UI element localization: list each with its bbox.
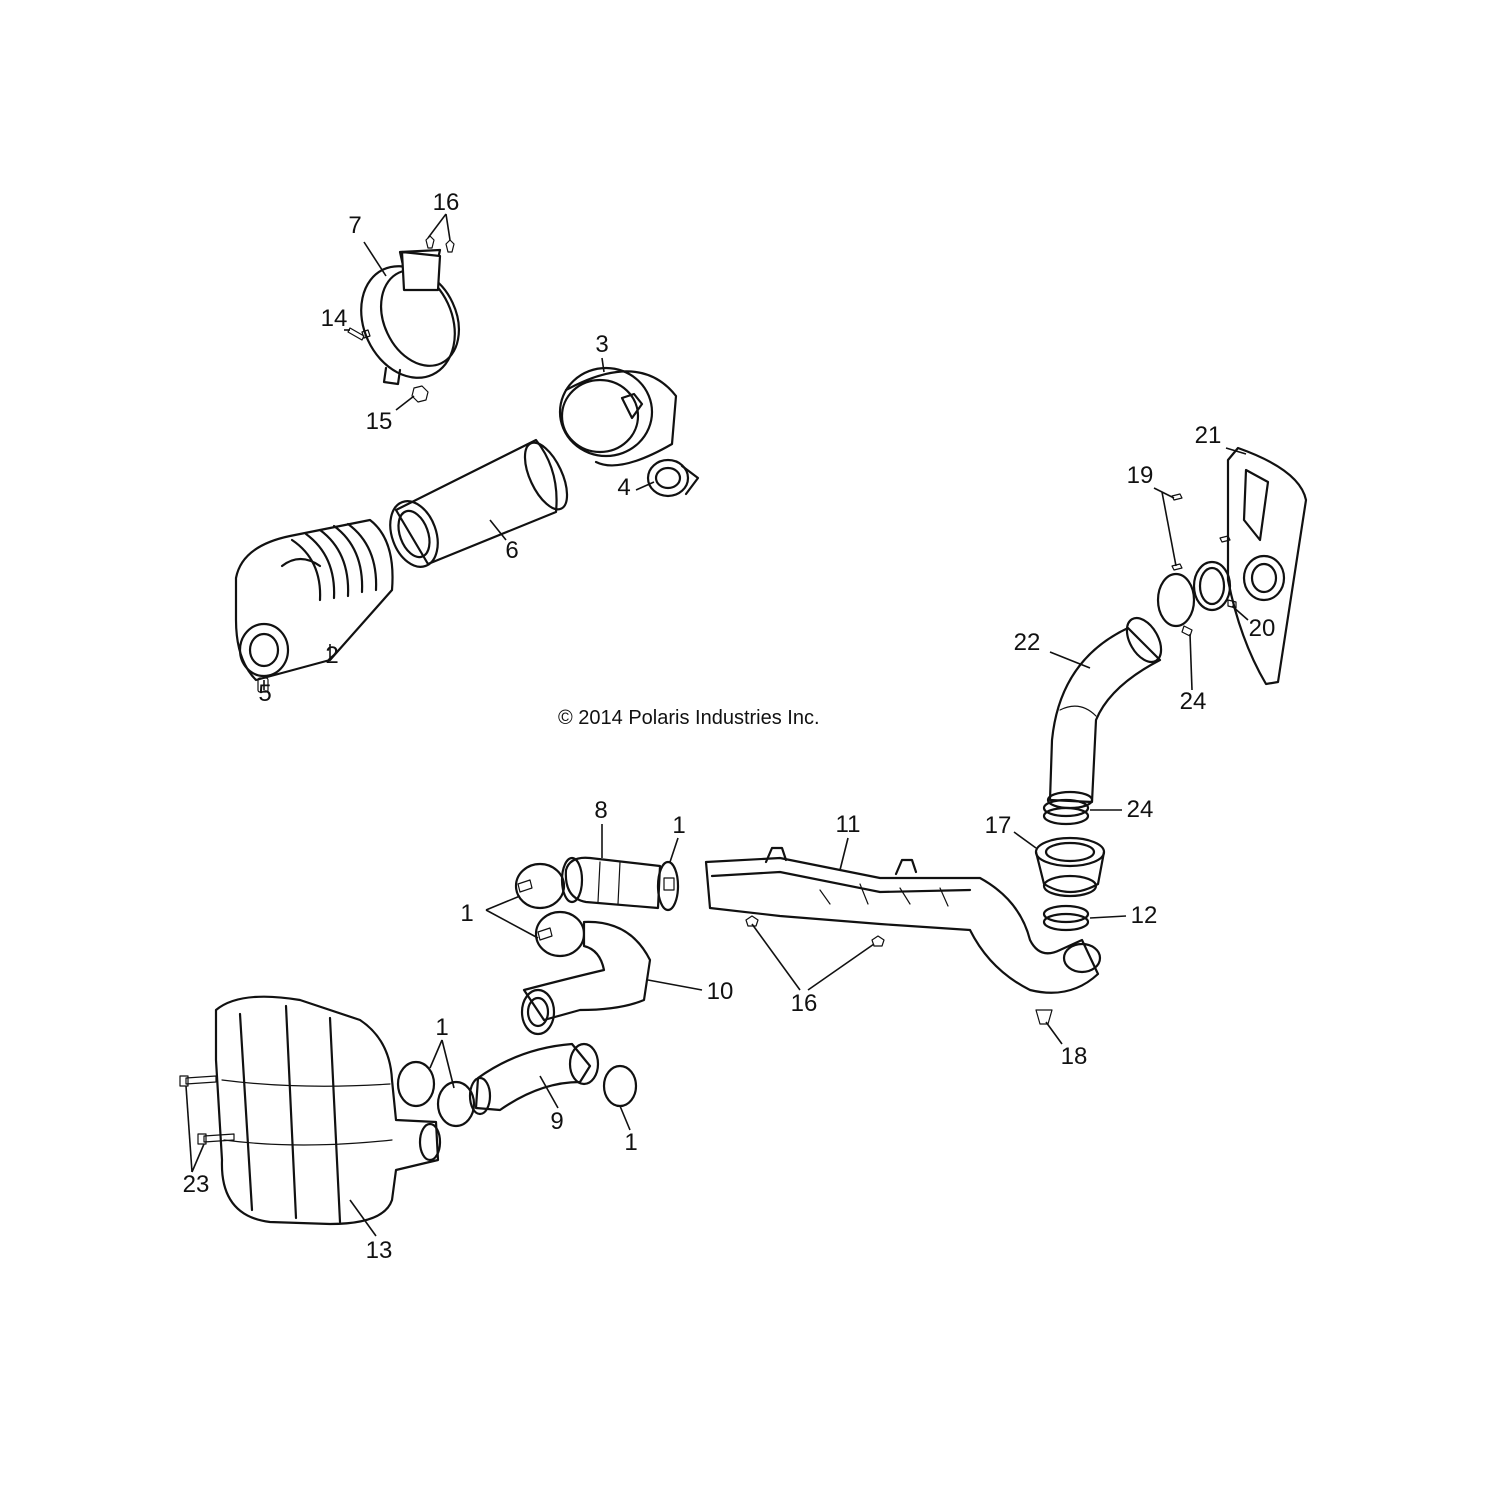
- callout-19: 19: [1126, 462, 1154, 489]
- part-21-cover: [1226, 446, 1308, 686]
- callout-4: 4: [617, 474, 631, 501]
- part-2-airbox: [234, 518, 394, 682]
- callout-7: 7: [348, 212, 362, 239]
- callout-2: 2: [325, 642, 339, 669]
- part-5-drain: [257, 677, 269, 693]
- callout-16-top: 16: [432, 189, 460, 216]
- part-1-clamp-a: [656, 860, 680, 912]
- callout-13: 13: [365, 1237, 393, 1264]
- callout-9: 9: [550, 1108, 564, 1135]
- part-13-silencer: [214, 995, 442, 1226]
- callout-16-lower: 16: [790, 990, 818, 1017]
- part-9-hose: [468, 1042, 600, 1116]
- part-22-elbow-duct: [1046, 616, 1163, 810]
- part-4-fitting: [646, 458, 700, 498]
- part-24-clamp-top: [1156, 572, 1196, 637]
- part-7-bracket: [360, 248, 460, 386]
- leader-lines: [185, 213, 1249, 1237]
- callout-1-lower-left: 1: [435, 1014, 449, 1041]
- part-6-filter: [389, 438, 569, 568]
- part-20-ring: [1192, 560, 1237, 612]
- callout-3: 3: [595, 331, 609, 358]
- callout-1-upper: 1: [672, 812, 686, 839]
- part-15-nut: [411, 385, 429, 403]
- callout-18: 18: [1060, 1043, 1088, 1070]
- callout-24-upper: 24: [1179, 688, 1207, 715]
- callout-8: 8: [594, 797, 608, 824]
- callout-21: 21: [1194, 422, 1222, 449]
- callout-10: 10: [706, 978, 734, 1005]
- part-10-bent-hose: [520, 920, 652, 1036]
- callout-1-left: 1: [460, 900, 474, 927]
- part-8-hose: [560, 856, 662, 910]
- callout-24-lower: 24: [1126, 796, 1154, 823]
- callout-5: 5: [258, 680, 272, 707]
- callout-6: 6: [505, 537, 519, 564]
- callout-11: 11: [835, 811, 861, 838]
- part-12-clamp: [1042, 904, 1090, 932]
- part-19-screws: [1171, 493, 1231, 571]
- part-1-clamp-d: [602, 1064, 638, 1108]
- callout-22: 22: [1013, 629, 1041, 656]
- part-3-collar: [558, 366, 678, 467]
- copyright-notice: © 2014 Polaris Industries Inc.: [558, 707, 820, 729]
- callout-1-lower-right: 1: [624, 1129, 638, 1156]
- callout-23: 23: [182, 1171, 210, 1198]
- part-24-clamp-lower: [1042, 798, 1090, 826]
- part-17-coupler: [1034, 836, 1106, 898]
- part-1-clamps-c: [396, 1060, 476, 1128]
- callout-20: 20: [1248, 615, 1276, 642]
- part-11-intake-duct: [704, 846, 1102, 994]
- part-18-drain-valve: [1035, 1009, 1053, 1025]
- part-23-bolts: [179, 1075, 235, 1145]
- callout-17: 17: [984, 812, 1012, 839]
- callout-14: 14: [320, 305, 348, 332]
- callout-15: 15: [365, 408, 393, 435]
- callout-12: 12: [1130, 902, 1158, 929]
